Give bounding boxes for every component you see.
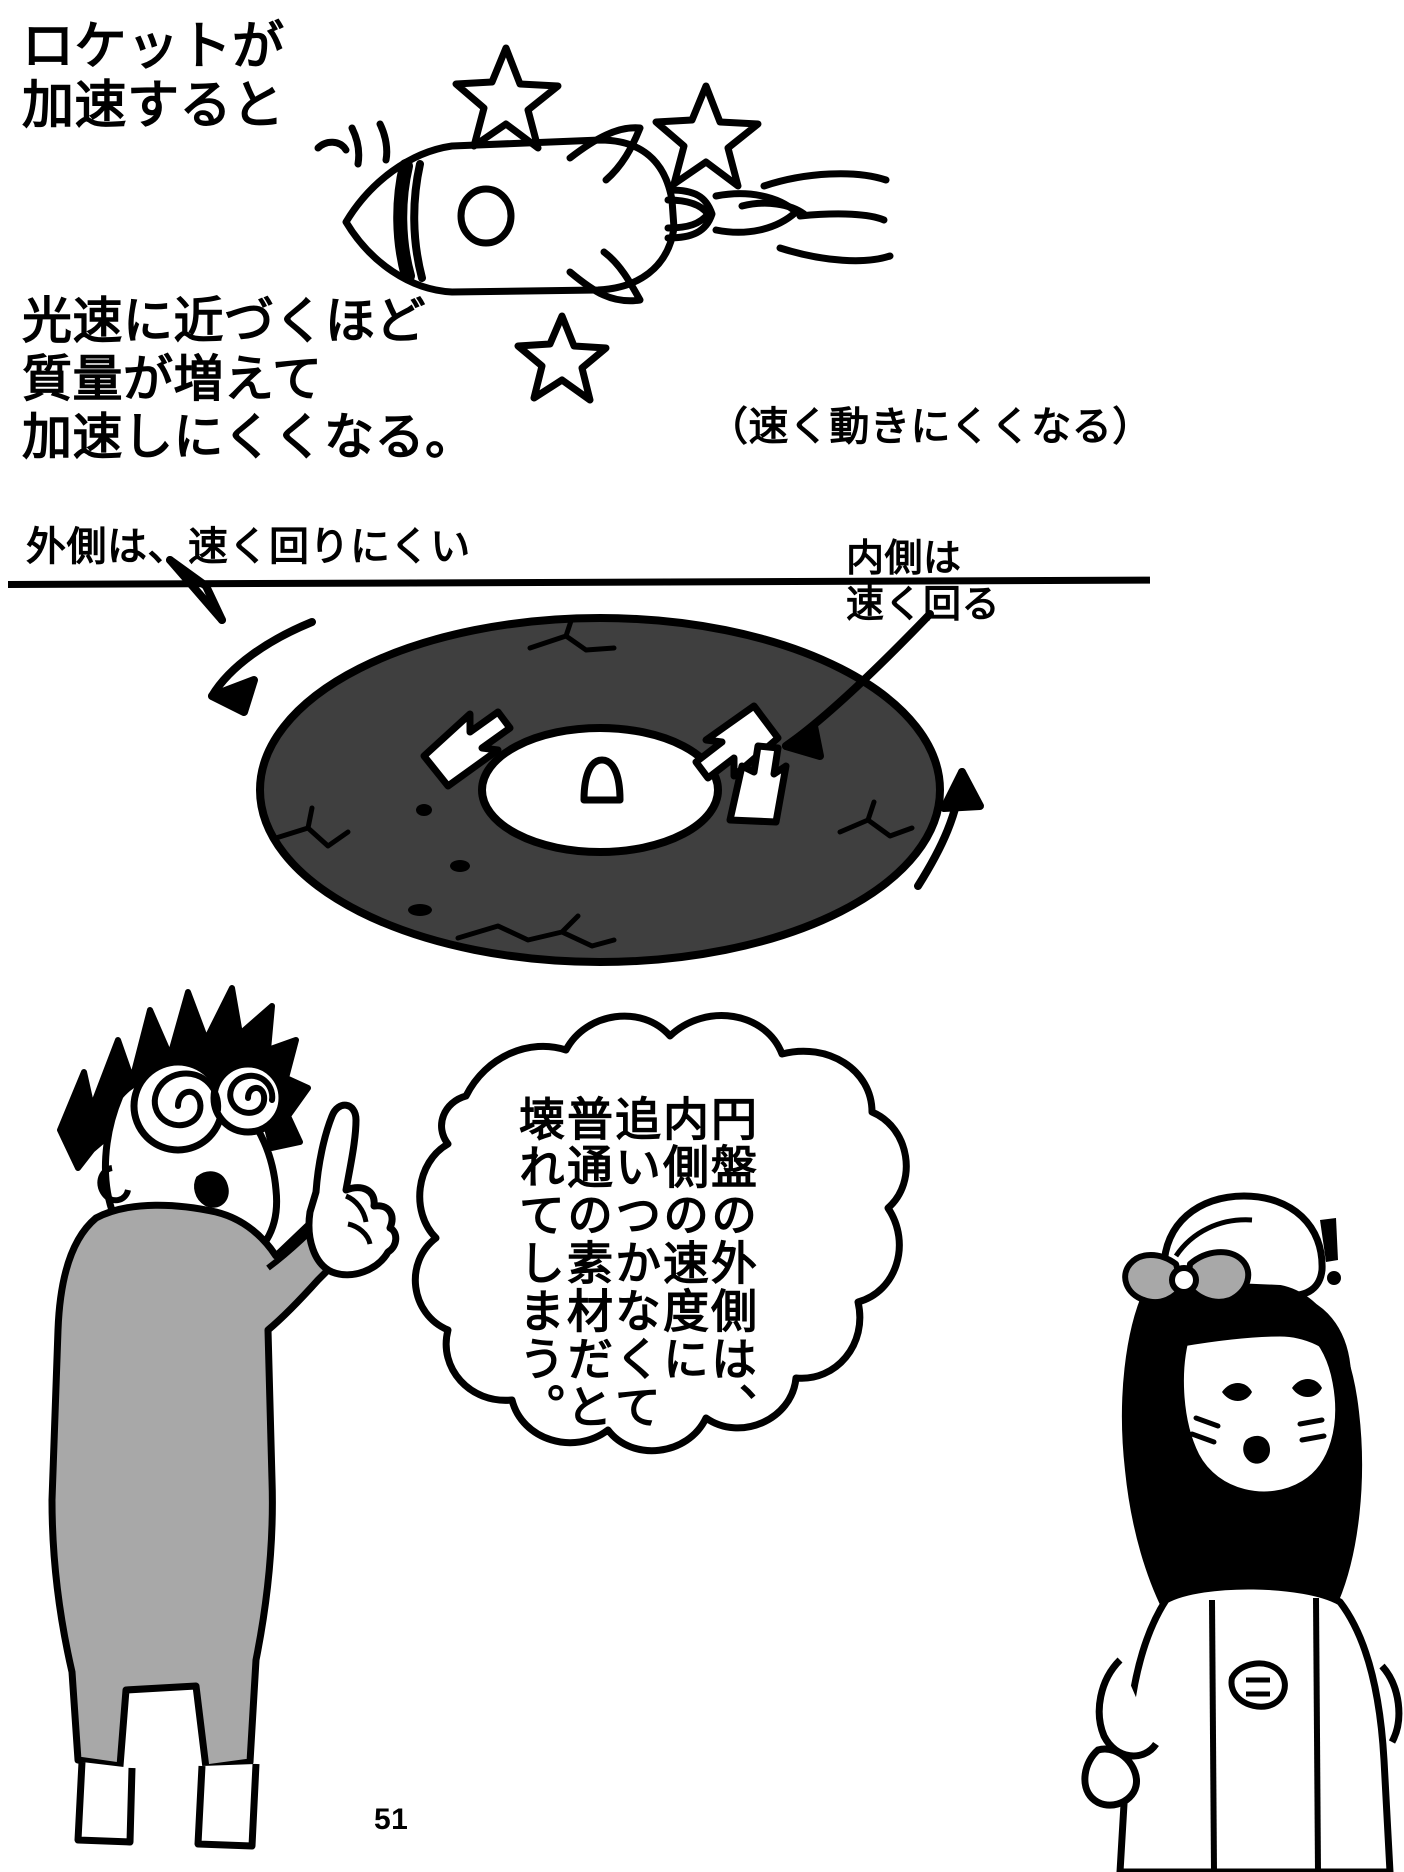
rocket-bottom-fin — [566, 248, 644, 305]
panel-title-text: ロケットが 加速すると — [22, 17, 285, 136]
arrow-icon-inner-up — [726, 742, 790, 826]
speech-bubble-text: 円盤の外側は、 内側の速度に 追いつかなくて 普通の素材だと 壊れてしまう。 — [512, 1095, 758, 1431]
girl-apron-badge — [1228, 1660, 1288, 1710]
girl-apron-edge-left — [1209, 1599, 1217, 1872]
motion-tick — [348, 124, 363, 168]
bubble-column: 壊れてしまう。 — [512, 1095, 566, 1431]
disc-outer-label: 外側は、速く回りにくい — [26, 524, 471, 570]
motion-tick — [314, 138, 350, 154]
bubble-column: 普通の素材だと — [560, 1095, 614, 1431]
rocket-exhaust-outer — [712, 190, 800, 236]
rocket-window — [457, 185, 515, 247]
speed-line — [760, 170, 890, 190]
girl-bow-right — [1185, 1249, 1252, 1305]
girl-sleeve-right — [1379, 1663, 1403, 1744]
rocket-nose-band — [393, 159, 415, 283]
girl-sleeve-left — [1095, 1657, 1159, 1760]
girl-eye-right — [1292, 1379, 1322, 1397]
motion-tick — [376, 120, 391, 164]
panel-body-text: 光速に近づくほど 質量が増えて 加速しにくくなる。 — [22, 292, 476, 466]
boy-finger-line — [344, 1193, 369, 1223]
boy-leg-left — [74, 1761, 136, 1846]
rocket-exhaust-inner — [664, 196, 712, 232]
girl-mouth — [1243, 1435, 1270, 1464]
girl-hand — [1081, 1745, 1140, 1809]
boy-pointing-hand — [305, 1101, 400, 1279]
girl-apron-badge-lines — [1246, 1677, 1270, 1697]
boy-face — [101, 1071, 281, 1275]
curved-arrow-icon-left — [208, 618, 316, 700]
spinning-disc-icon — [256, 614, 944, 966]
panel-aside-text: （速く動きにくくなる） — [708, 404, 1153, 450]
boy-sleeve-line — [266, 1209, 333, 1271]
girl-bangs — [1177, 1291, 1352, 1374]
rocket-nozzle — [664, 186, 716, 242]
exclamation-dot — [1327, 1271, 1341, 1285]
disc-spindle — [580, 756, 624, 804]
boy-mouth — [194, 1171, 229, 1208]
girl-cap-line — [1173, 1217, 1253, 1258]
girl-bow-knot — [1169, 1265, 1199, 1295]
bubble-column: 内側の速度に — [656, 1095, 710, 1383]
star-icon — [452, 44, 562, 152]
boy-finger-line — [347, 1221, 373, 1245]
girl-cap — [1160, 1192, 1326, 1300]
disc-arrows — [420, 702, 790, 826]
speed-line — [796, 210, 888, 224]
girl-bow-left — [1122, 1252, 1185, 1306]
bubble-column: 円盤の外側は、 — [704, 1095, 758, 1431]
boy-sweater — [48, 1201, 356, 1772]
girl-character — [1081, 1192, 1403, 1872]
rocket-top-fin — [566, 124, 644, 184]
rocket-body — [342, 136, 678, 296]
speed-line — [776, 244, 894, 265]
boy-ear — [97, 1165, 131, 1204]
boy-eye-swirl-left — [151, 1070, 222, 1129]
curved-arrow-icon-right — [914, 768, 966, 890]
star-icon — [514, 312, 610, 404]
boy-eye-left — [130, 1058, 226, 1154]
disc-speck — [416, 804, 432, 816]
star-icon — [652, 82, 762, 190]
boy-leg-right — [194, 1763, 260, 1850]
curved-arrow-head-left — [208, 676, 258, 716]
boy-hair — [57, 985, 311, 1171]
girl-eye-left — [1222, 1383, 1252, 1401]
rocket-nose-band-2 — [410, 160, 426, 282]
disc-inner-label: 内側は 速く回る — [846, 536, 1001, 626]
bubble-column: 追いつかなくて — [608, 1095, 662, 1431]
curved-arrow-head-right — [940, 768, 984, 812]
boy-character — [48, 985, 400, 1850]
arrow-icon-inner-fast — [692, 702, 782, 782]
inner-label-pointer-head — [782, 722, 824, 760]
boy-eye-right — [210, 1060, 286, 1136]
inner-label-pointer — [782, 610, 934, 750]
page-number: 51 — [374, 1803, 409, 1836]
exclamation-mark — [1320, 1218, 1338, 1262]
girl-apron-edge-right — [1313, 1597, 1321, 1872]
boy-eye-swirl-right — [227, 1072, 276, 1116]
girl-face — [1176, 1306, 1343, 1499]
disc-speck — [408, 904, 432, 916]
rocket-exhaust-detail — [738, 199, 808, 218]
arrow-icon-outer-slow — [420, 708, 514, 790]
girl-hair — [1121, 1281, 1363, 1703]
disc-speck — [450, 860, 470, 872]
girl-dress — [1116, 1582, 1394, 1872]
